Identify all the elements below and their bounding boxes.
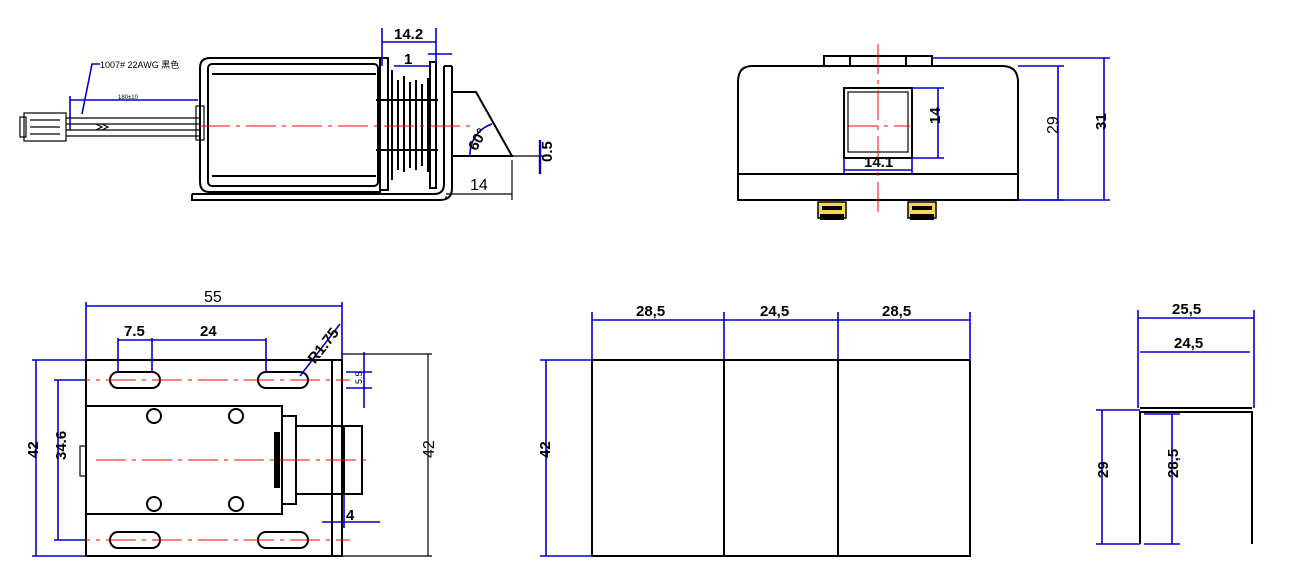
dim-7-5: 7.5 — [124, 323, 145, 340]
dim-5-5: 5.5 — [354, 371, 364, 384]
side-view: 180±10 1007# 22AWG 黑色 60° 14.2 — [19, 26, 556, 201]
dim-0-5: 0.5 — [539, 141, 556, 162]
screw-icon — [907, 201, 937, 220]
front-view: 14 14.1 29 31 — [737, 44, 1110, 220]
dim-29-end: 29 — [1095, 461, 1112, 478]
dim-29-front: 29 — [1045, 116, 1062, 134]
top-view: 55 7.5 24 R1.75 5.5 42 34.6 42 4 — [25, 289, 438, 557]
dim-1: 1 — [404, 51, 412, 68]
dim-34-6: 34.6 — [53, 431, 70, 460]
dim-28-5-b: 28,5 — [882, 303, 911, 320]
dim-24: 24 — [200, 323, 217, 340]
dim-28-5-end: 28,5 — [1165, 449, 1182, 478]
dim-31: 31 — [1093, 113, 1110, 130]
screw-icon — [817, 201, 847, 220]
bracket-end-view: 25,5 24,5 29 28,5 — [1095, 301, 1255, 545]
dim-14-front: 14 — [927, 107, 944, 124]
dim-14-side: 14 — [470, 177, 488, 194]
wire-spec-note: 1007# 22AWG 黑色 — [100, 59, 179, 70]
angle-60-label: 60° — [465, 126, 491, 154]
coil-spring — [379, 57, 437, 191]
wire-length-label: 180±10 — [118, 95, 139, 101]
connector-icon — [19, 112, 67, 142]
dim-42-left: 42 — [25, 441, 42, 458]
dim-42-flat: 42 — [537, 441, 554, 458]
dim-4: 4 — [346, 507, 355, 524]
dim-55: 55 — [204, 289, 222, 306]
dim-25-5: 25,5 — [1172, 301, 1201, 318]
dim-14-1: 14.1 — [864, 154, 893, 171]
dim-24-5-b: 24,5 — [1174, 335, 1203, 352]
dim-42-right: 42 — [421, 440, 438, 458]
dim-28-5-a: 28,5 — [636, 303, 665, 320]
flat-pattern-view: 28,5 24,5 28,5 42 — [537, 303, 971, 557]
dim-14-2: 14.2 — [394, 26, 423, 43]
dim-24-5-a: 24,5 — [760, 303, 789, 320]
